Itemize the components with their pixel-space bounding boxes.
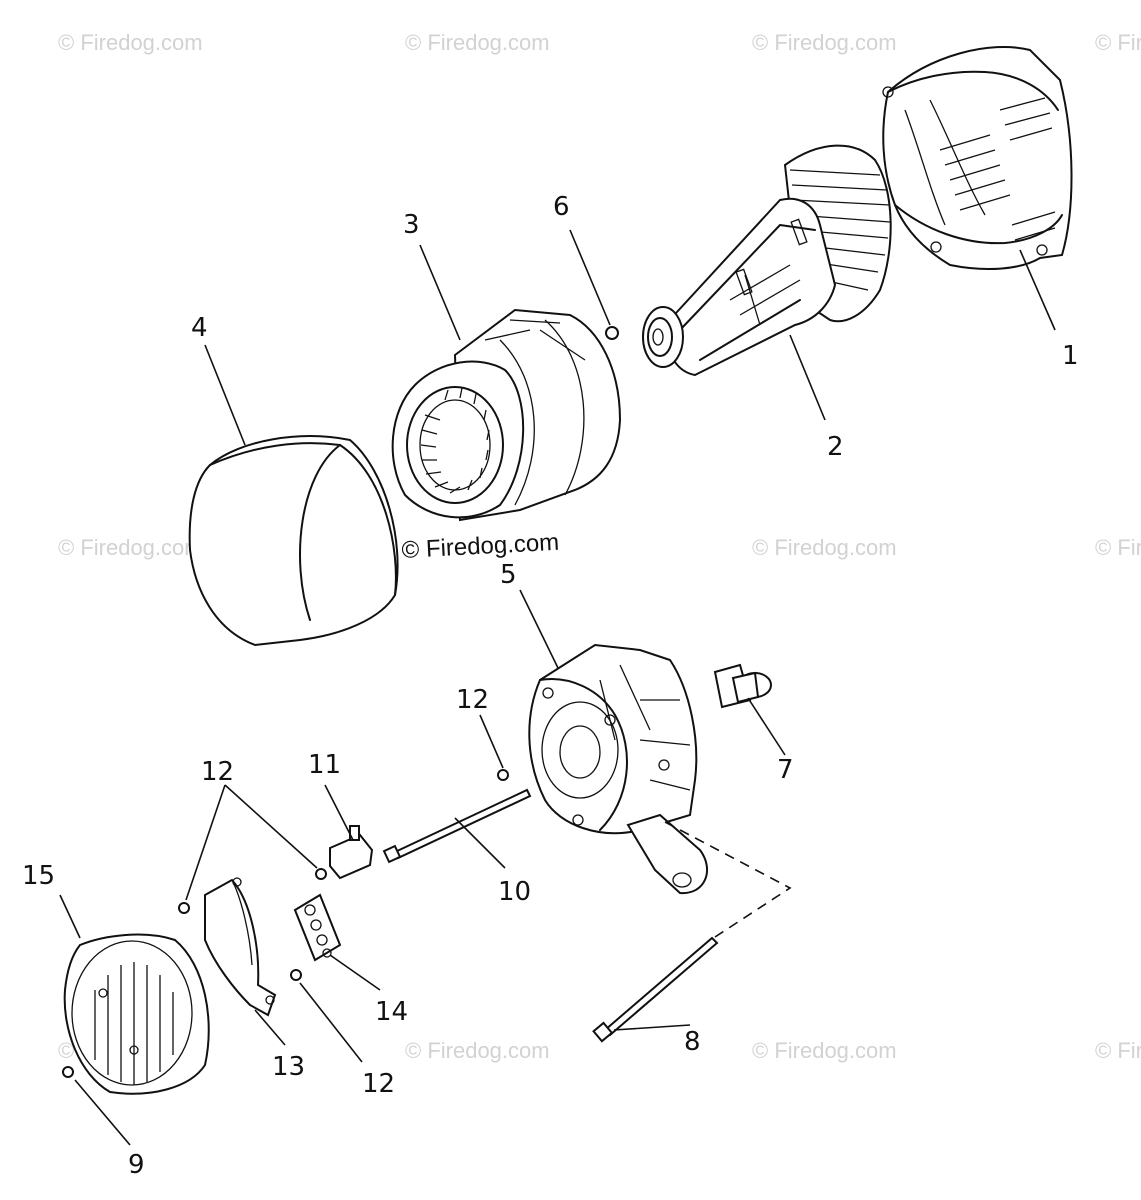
screw: [290, 969, 302, 981]
callout-8: 8: [684, 1027, 701, 1057]
watermark: © Firedog.com: [1095, 535, 1141, 560]
part-nut: [605, 326, 619, 340]
callout-12: 12: [362, 1069, 395, 1099]
callout-5: 5: [500, 560, 517, 590]
callout-7: 7: [777, 755, 794, 785]
callout-labels: 1 2 3 4 5 6 7 8 9 10 11 12 12 12 13 14 1…: [22, 192, 1079, 1180]
part-bolt-8: [592, 936, 719, 1043]
screw: [178, 902, 190, 914]
part-fan-cover: [882, 46, 1073, 271]
part-switch: [329, 825, 374, 880]
watermark: © Firedog.com: [752, 535, 897, 560]
callout-3: 3: [403, 210, 420, 240]
watermark: © Firedog.com: [752, 30, 897, 55]
part-through-bolt-10: [382, 788, 532, 864]
callout-4: 4: [191, 313, 208, 343]
watermark-main: © Firedog.com: [401, 529, 560, 564]
callout-12: 12: [456, 685, 489, 715]
alignment-dash: [664, 821, 792, 938]
part-plug: [713, 663, 772, 709]
screw: [315, 868, 327, 880]
watermark: © Firedog.com: [58, 535, 203, 560]
watermark: © Firedog.com: [405, 1038, 550, 1063]
watermark: © Firedog.com: [1095, 1038, 1141, 1063]
part-terminal-block: [293, 893, 342, 962]
callout-2: 2: [827, 432, 844, 462]
leader-lines: [59, 229, 1056, 1146]
callout-11: 11: [308, 750, 341, 780]
callout-14: 14: [375, 997, 408, 1027]
callout-1: 1: [1062, 341, 1079, 371]
part-end-cover: [63, 933, 210, 1095]
callout-12: 12: [201, 757, 234, 787]
part-stator: [391, 308, 622, 522]
callout-15: 15: [22, 861, 55, 891]
screws: [62, 769, 509, 1078]
part-curved-cover: [204, 877, 277, 1017]
callout-6: 6: [553, 192, 570, 222]
screw: [497, 769, 509, 781]
part-rotor: [642, 144, 892, 377]
callout-10: 10: [498, 877, 531, 907]
watermark: © Firedog.com: [58, 30, 203, 55]
part-cylinder-cover: [188, 435, 399, 647]
screw: [62, 1066, 74, 1078]
watermark: © Firedog.com: [1095, 30, 1141, 55]
watermark: © Firedog.com: [405, 30, 550, 55]
watermark: © Firedog.com: [752, 1038, 897, 1063]
callout-9: 9: [128, 1150, 145, 1180]
callout-13: 13: [272, 1052, 305, 1082]
part-end-bracket: [528, 643, 709, 895]
